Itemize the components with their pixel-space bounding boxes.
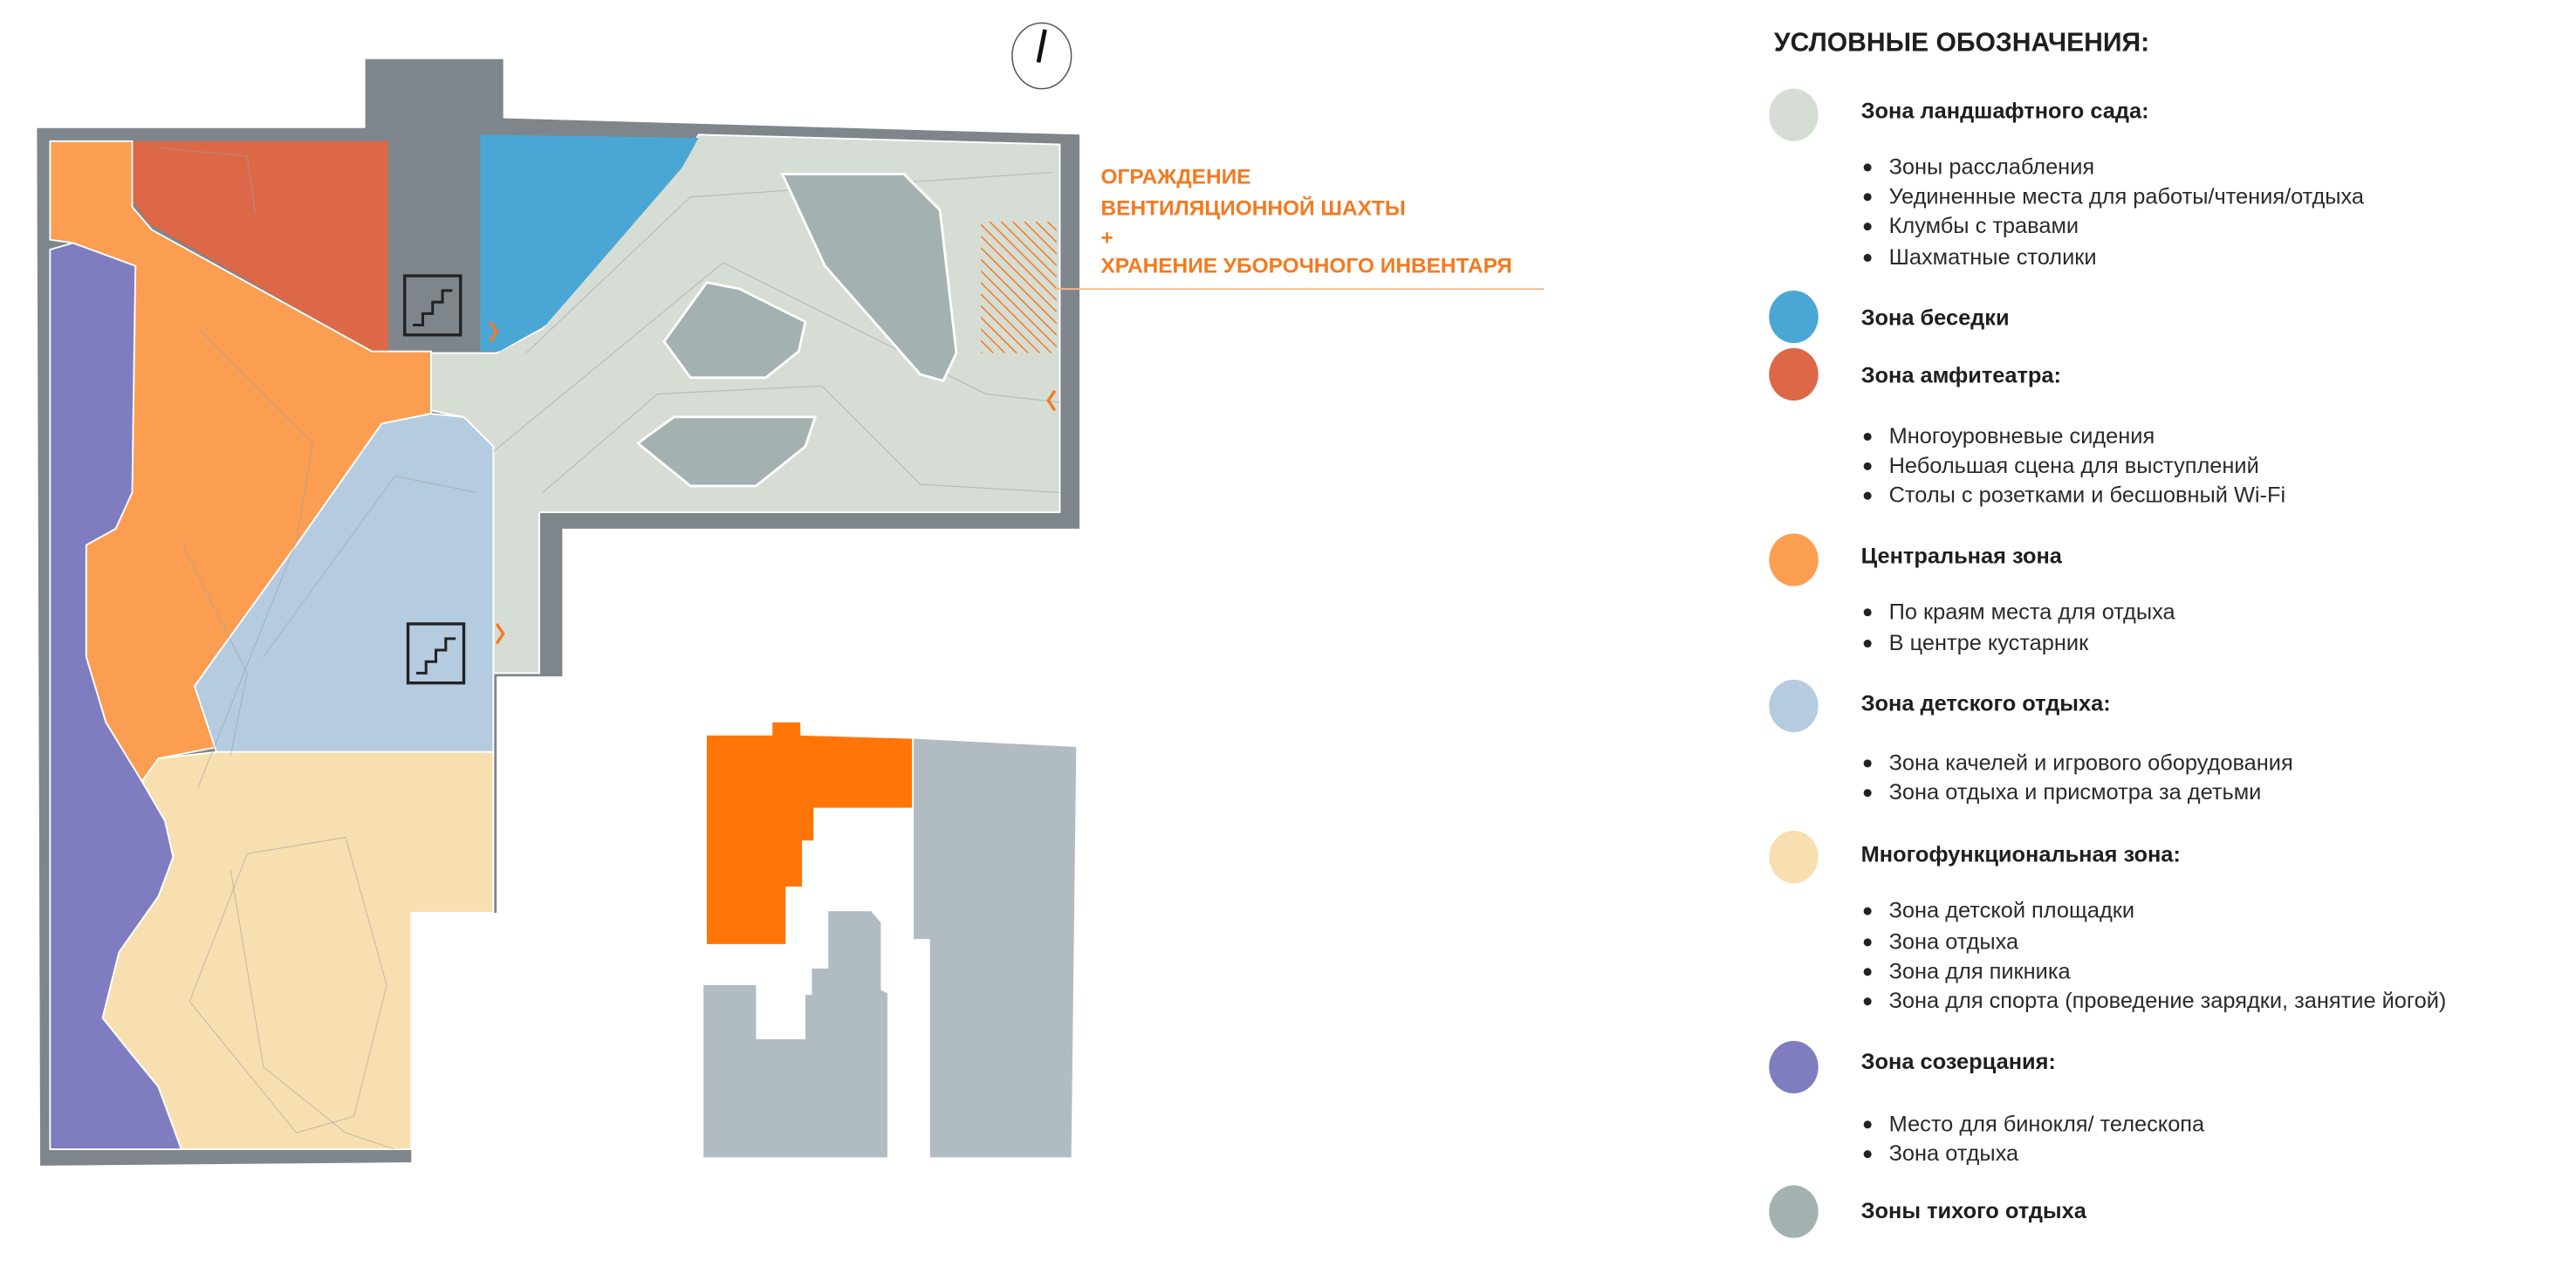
legend-swatch xyxy=(1769,347,1819,401)
legend-item: Столы с розетками и бесшовный Wi-Fi xyxy=(1889,483,2286,508)
callout-line: ВЕНТИЛЯЦИОННОЙ ШАХТЫ xyxy=(1101,195,1406,220)
legend-item: Шахматные столики xyxy=(1889,245,2097,270)
legend-heading: Зона беседки xyxy=(1861,306,2010,331)
legend-item: Зона отдыха xyxy=(1889,1141,2019,1166)
hatched-area xyxy=(981,221,1057,353)
legend-item: Уединенные места для работы/чтения/отдых… xyxy=(1889,184,2365,209)
zone-multifunctional xyxy=(101,750,495,1150)
legend-item: Зона для пикника xyxy=(1889,959,2072,983)
legend-entry-quiet: Зоны тихого отдыха xyxy=(1769,1185,2087,1238)
neighbor-building xyxy=(703,911,887,1158)
legend-entry-amphitheater: Зона амфитеатра: Многоуровневые сиденияНе… xyxy=(1769,347,2286,508)
entrance-arrow-icon xyxy=(495,623,505,645)
legend-item: Многоуровневые сидения xyxy=(1889,424,2155,449)
legend-entry-children: Зона детского отдыха: Зона качелей и игро… xyxy=(1769,679,2293,805)
contour-lines xyxy=(156,147,1060,1150)
legend-item: В центре кустарник xyxy=(1889,631,2089,655)
entrance-arrow-icon xyxy=(489,320,499,343)
bullet-icon xyxy=(1863,163,1872,172)
bullet-icon xyxy=(1863,432,1872,441)
bullet-icon xyxy=(1863,1120,1872,1129)
callout-line: + xyxy=(1101,226,1113,250)
legend-heading: Зона амфитеатра: xyxy=(1861,363,2061,387)
legend-swatch xyxy=(1769,291,1819,344)
legend-heading: Зона созерцания: xyxy=(1861,1050,2056,1074)
legend-swatch xyxy=(1769,533,1819,586)
quiet-zone-small xyxy=(662,281,807,380)
legend-swatch xyxy=(1769,1185,1819,1238)
legend-entry-multifunctional: Многофункциональная зона: Зона детской пл… xyxy=(1769,831,2446,1013)
bullet-icon xyxy=(1863,491,1872,500)
bullet-icon xyxy=(1863,997,1872,1006)
bullet-icon xyxy=(1863,968,1872,976)
bullet-icon xyxy=(1863,608,1872,617)
site-plan: ОГРАЖДЕНИЕ ВЕНТИЛЯЦИОННОЙ ШАХТЫ + ХРАНЕН… xyxy=(37,22,1545,1166)
legend-item: Зона качелей и игрового оборудования xyxy=(1889,750,2293,775)
legend-item: Клумбы с травами xyxy=(1889,214,2079,238)
legend-swatch xyxy=(1769,88,1819,141)
bullet-icon xyxy=(1863,223,1872,231)
legend-entry-gazebo: Зона беседки xyxy=(1769,291,2010,344)
bullet-icon xyxy=(1863,907,1872,915)
entrance-arrow-icon xyxy=(1046,389,1057,412)
legend-item: Зона для спорта (проведение зарядки, зан… xyxy=(1889,989,2447,1013)
highlighted-building xyxy=(706,722,913,944)
callout-line: ХРАНЕНИЕ УБОРОЧНОГО ИНВЕНТАРЯ xyxy=(1101,254,1512,277)
neighbor-building xyxy=(914,738,1077,1158)
bullet-icon xyxy=(1863,789,1872,798)
legend-entry-contemplation: Зона созерцания: Место для бинокля/ телес… xyxy=(1769,1040,2205,1166)
legend-heading: Зона ландшафтного сада: xyxy=(1861,99,2149,123)
legend-heading: Центральная зона xyxy=(1861,544,2063,568)
legend-swatch xyxy=(1769,1040,1819,1094)
stairs-icon xyxy=(403,274,462,337)
bullet-icon xyxy=(1863,1150,1872,1159)
legend-heading: Зоны тихого отдыха xyxy=(1861,1199,2087,1223)
legend-title: УСЛОВНЫЕ ОБОЗНАЧЕНИЯ: xyxy=(1774,28,2149,57)
legend-swatch xyxy=(1769,831,1819,884)
callout: ОГРАЖДЕНИЕ ВЕНТИЛЯЦИОННОЙ ШАХТЫ + ХРАНЕН… xyxy=(1054,166,1545,291)
zone-gazebo xyxy=(480,134,699,352)
legend-heading: Многофункциональная зона: xyxy=(1861,843,2181,867)
bullet-icon xyxy=(1863,462,1872,470)
legend-item: Зоны расслабления xyxy=(1889,154,2095,179)
quiet-zone-bottom xyxy=(635,415,818,488)
bullet-icon xyxy=(1863,938,1872,947)
legend-item: Зона отдыха xyxy=(1889,929,2019,954)
compass-icon xyxy=(1011,22,1072,90)
bullet-icon xyxy=(1863,640,1872,648)
bullet-icon xyxy=(1863,193,1872,202)
legend-item: Зона детской площадки xyxy=(1889,899,2134,923)
bullet-icon xyxy=(1863,759,1872,768)
legend-item: Место для бинокля/ телескопа xyxy=(1889,1112,2205,1136)
zone-amphitheater xyxy=(132,140,388,352)
bullet-icon xyxy=(1863,253,1872,262)
legend-swatch xyxy=(1769,679,1819,733)
stairs-icon xyxy=(406,622,466,685)
legend-heading: Зона детского отдыха: xyxy=(1861,692,2111,716)
legend-item: По краям места для отдыха xyxy=(1889,599,2176,624)
callout-line: ОГРАЖДЕНИЕ xyxy=(1101,166,1251,189)
quiet-zone-large xyxy=(780,173,958,383)
legend-entry-landscape: Зона ландшафтного сада: Зоны расслабления… xyxy=(1769,88,2365,270)
legend: УСЛОВНЫЕ ОБОЗНАЧЕНИЯ: Зона ландшафтного … xyxy=(1769,28,2446,1238)
legend-item: Зона отдыха и присмотра за детьми xyxy=(1889,780,2262,805)
legend-item: Небольшая сцена для выступлений xyxy=(1889,454,2259,478)
legend-entry-central: Центральная зона По краям места для отдых… xyxy=(1769,533,2175,655)
